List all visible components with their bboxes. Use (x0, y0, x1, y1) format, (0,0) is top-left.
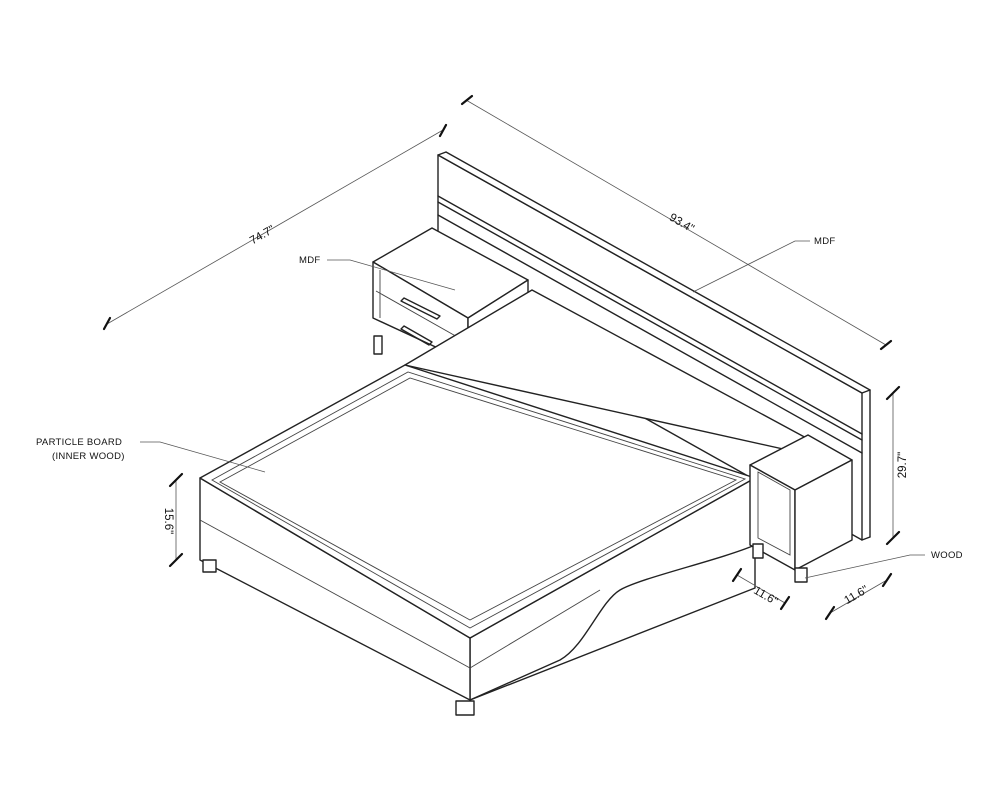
bed-leg-left (202, 559, 217, 573)
table-depth-label: 11.6" (751, 585, 779, 608)
headboard (437, 151, 871, 541)
length-dimension-label: 93.4" (667, 212, 696, 236)
left-table-leg (373, 335, 383, 355)
mdf-headboard-label: MDF (814, 236, 835, 247)
right-side-table (749, 434, 853, 583)
inner-wood-label: (INNER WOOD) (52, 451, 125, 462)
leader-lines (140, 240, 925, 579)
table-width-label: 11.6" (842, 584, 870, 607)
dimension-length (460, 94, 893, 351)
bed-height-label: 15.6" (162, 508, 174, 534)
headboard-height-label: 29.7" (897, 452, 909, 478)
bed-leg-front (455, 700, 475, 716)
width-dimension-label: 74.7" (248, 224, 277, 248)
drawer-handle-upper (400, 297, 441, 320)
dimension-bed-height (168, 472, 184, 568)
dimension-headboard-height (885, 385, 901, 546)
right-table-leg-left (752, 543, 764, 559)
dimension-width (102, 123, 448, 331)
right-table-leg-front (794, 567, 808, 583)
dimension-table-depth (731, 567, 791, 611)
drawer-handle-lower (400, 325, 433, 346)
wood-legs-label: WOOD (931, 550, 963, 561)
mdf-table-label: MDF (299, 255, 320, 266)
particle-board-label: PARTICLE BOARD (36, 437, 122, 448)
dimension-table-width (824, 572, 893, 621)
bed-frame (199, 289, 811, 716)
